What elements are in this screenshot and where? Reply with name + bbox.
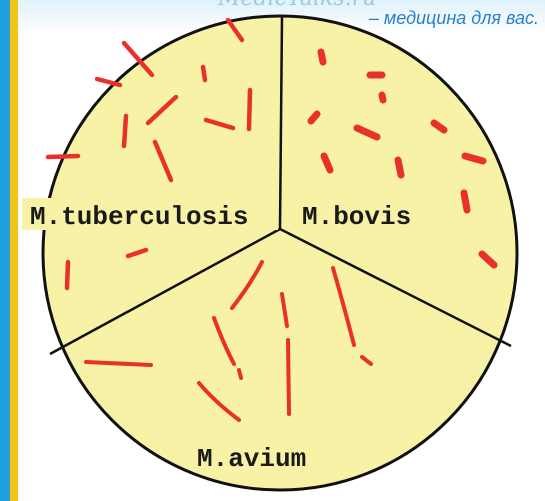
bacterium-rod <box>249 90 250 129</box>
bacterium-long-rod <box>239 370 241 378</box>
culture-circle <box>43 16 517 490</box>
bacterium-short-rod <box>464 193 467 210</box>
bacterium-rod <box>203 67 205 80</box>
label-avium: M.avium <box>197 444 306 474</box>
bacterium-long-rod <box>288 340 289 414</box>
bacterium-short-rod <box>398 160 401 175</box>
label-tuberculosis: M.tuberculosis <box>30 202 248 232</box>
bacterium-short-rod <box>321 52 323 62</box>
bacterium-rod <box>48 156 78 157</box>
bacterium-short-rod <box>382 95 383 100</box>
bacterium-short-rod <box>465 156 483 161</box>
label-bovis: M.bovis <box>302 202 411 232</box>
bacterium-rod <box>67 262 68 288</box>
bacterium-short-rod <box>311 114 317 121</box>
bacterium-rod <box>124 116 126 146</box>
